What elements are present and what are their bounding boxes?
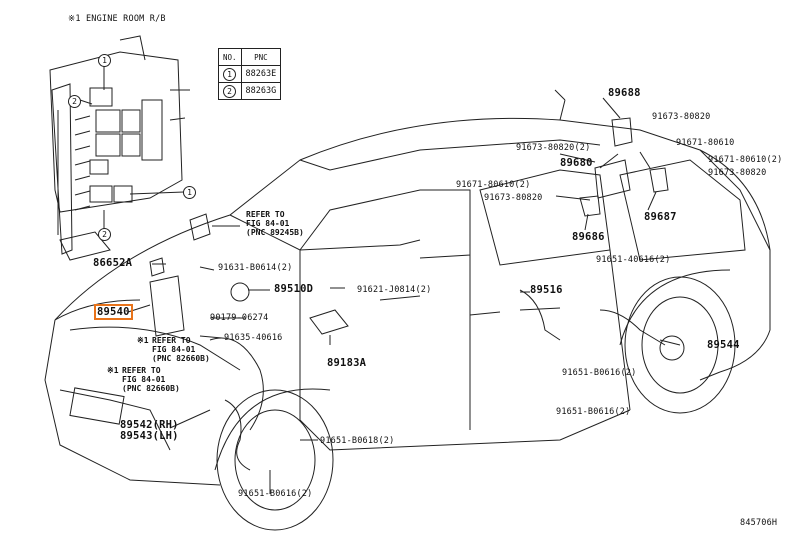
pnc-table-header-pnc: PNC (240, 48, 282, 66)
refer-note-mark: ※1 (137, 336, 149, 345)
part-label: 89688 (608, 87, 641, 99)
part-label: 89516 (530, 284, 563, 296)
part-label: 91651-40616(2) (596, 255, 671, 265)
part-label: 91673-80820 (652, 112, 711, 122)
part-label: 91651-B0616(2) (556, 407, 631, 417)
callout-1-right: 1 (183, 186, 196, 199)
pnc-table-row: 2 88263G (218, 82, 282, 100)
callout-2-bottom: 2 (98, 228, 111, 241)
part-label: 89680 (560, 157, 593, 169)
part-label: 89542(RH) (120, 419, 179, 431)
part-label: 91671-80610(2) (708, 155, 783, 165)
pnc-table-header-no: NO. (218, 48, 242, 66)
pnc-row-code: 88263E (240, 65, 282, 83)
part-label: 91651-B0618(2) (320, 436, 395, 446)
part-label: 89510D (274, 283, 314, 295)
part-label: 91635-40616 (224, 333, 283, 343)
part-label: 91671-80610 (676, 138, 735, 148)
refer-note: REFER TO FIG 84-01 (PNC 82660B) (122, 366, 180, 393)
part-label-highlighted[interactable]: 89540 (94, 304, 133, 320)
figure-id: 845706H (740, 518, 778, 528)
part-label: 90179-06274 (210, 313, 269, 323)
part-label: 91651-B0616(2) (562, 368, 637, 378)
pnc-row-number: 1 (223, 67, 236, 81)
part-label: 91673-80820 (708, 168, 767, 178)
part-label: 91673-80820 (484, 193, 543, 203)
refer-note-mark: ※1 (107, 366, 119, 375)
part-label: 91651-B0616(2) (238, 489, 313, 499)
rear-wheel (619, 269, 736, 414)
pnc-table-row: 1 88263E (218, 65, 282, 83)
pnc-row-code: 88263G (240, 82, 282, 100)
part-label: 89543(LH) (120, 430, 179, 442)
refer-note: REFER TO FIG 84-01 (PNC 82660B) (152, 336, 210, 363)
pnc-table: NO. PNC 1 88263E 2 88263G (218, 48, 282, 100)
part-label: 89183A (327, 357, 367, 369)
engine-room-relay-box (49, 35, 190, 261)
part-label: 86652A (93, 257, 133, 269)
front-wheel (214, 388, 334, 531)
part-label: 91621-J0814(2) (357, 285, 432, 295)
pnc-row-number: 2 (223, 84, 236, 98)
part-label: 89686 (572, 231, 605, 243)
refer-note: REFER TO FIG 84-01 (PNC 89245B) (246, 210, 304, 237)
part-label: 89687 (644, 211, 677, 223)
callout-1-top: 1 (98, 54, 111, 67)
part-label: 91673-80820(2) (516, 143, 591, 153)
engine-room-title: ※1 ENGINE ROOM R/B (68, 14, 166, 24)
callout-2-left: 2 (68, 95, 81, 108)
car-body (44, 89, 771, 486)
part-label: 91671-80610(2) (456, 180, 531, 190)
part-label: 89544 (707, 339, 740, 351)
part-label: 91631-B0614(2) (218, 263, 293, 273)
